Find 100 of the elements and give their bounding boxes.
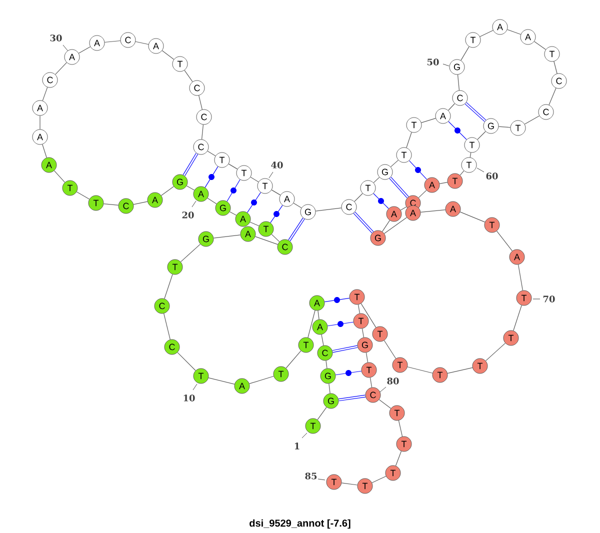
base-pair-line [464,102,486,122]
backbone-line [460,46,470,61]
backbone-line [271,234,280,242]
backbone-line [370,377,372,388]
backbone-line [341,482,358,486]
title: dsi_9529_annot [-7.6] [250,519,350,529]
backbone-line [271,190,281,196]
backbone-line [384,217,407,234]
backbone-line [230,211,237,216]
backbone-line [477,131,486,140]
base-pair-line [335,370,362,376]
backbone-line [498,126,511,128]
base-pair-line [226,179,240,202]
backbone-line [554,61,558,74]
position-number: 20 [182,200,196,218]
backbone-line [362,328,364,338]
base-pair-line [288,218,305,242]
backbone-line [186,186,195,190]
backbone-line [318,310,320,320]
backbone-line [470,152,472,158]
backbone-line [250,222,260,226]
backbone-line [54,170,66,183]
backbone-line [161,186,174,196]
backbone-line [255,236,278,245]
backbone-line [400,206,407,210]
backbone-line [524,116,540,124]
backbone-line [135,41,149,45]
backbone-line [162,50,174,60]
backbone-line [382,220,390,232]
backbone-line [328,383,330,394]
backbone-line [507,29,521,35]
backbone-line [534,41,546,50]
backbone-line [180,244,201,262]
backbone-line [184,70,193,82]
position-number: 70 [532,296,555,302]
backbone-line [133,201,148,205]
backbone-line [228,164,238,170]
base-pair-line [409,160,428,180]
position-number: 50 [427,58,450,66]
backbone-line [447,367,473,374]
backbone-line [407,366,433,374]
backbone-line [76,192,90,200]
backbone-line [439,182,448,184]
backbone-line [406,132,412,148]
backbone-line [366,352,368,363]
backbone-line [518,264,523,291]
backbone-line [384,340,396,359]
backbone-line [78,46,91,54]
backbone-line [398,420,403,437]
backbone-line [485,342,506,362]
backbone-line [286,350,302,368]
base-pair-line [182,152,198,176]
backbone-line [104,40,121,43]
backbone-line [390,160,399,168]
backbone-line [208,378,235,384]
backbone-line [315,208,342,212]
base-pair-line [327,321,354,327]
backbone-line [55,62,67,75]
backbone-line [42,87,48,101]
position-number: 80 [380,378,399,392]
backbone-line [358,304,360,314]
position-number: 10 [184,384,198,402]
backbone-line [308,310,316,338]
backbone-line [293,202,302,208]
position-number: 40 [268,162,283,178]
backbone-line [207,198,217,204]
base-pair-line [204,166,218,188]
backbone-line [249,376,274,384]
backbone-line [326,360,328,369]
backbone-line [460,170,464,176]
base-pair-line [332,345,358,353]
backbone-line [373,177,380,183]
backbone-line [207,150,216,156]
backbone-line [198,95,202,110]
backbone-line [177,352,196,371]
backbone-line [213,234,241,238]
backbone-line [164,313,170,340]
backbone-line [513,305,522,331]
backbone-line [457,74,460,91]
backbone-line [103,203,119,206]
backbone-line [480,30,494,37]
backbone-line [496,230,513,252]
base-pair-line [373,193,389,209]
backbone-line [201,124,204,140]
backbone-line [395,450,402,466]
base-pair-line [353,212,374,234]
backbone-line [372,476,386,484]
base-pair-line [448,121,467,140]
backbone-line [250,176,259,182]
backbone-line [321,334,324,346]
base-pair-line [247,192,261,213]
backbone-line [418,190,427,198]
backbone-line [548,88,556,106]
backbone-line [448,103,455,111]
backbone-line [420,209,446,213]
backbone-line [360,303,376,328]
base-pair-line [324,297,350,303]
backbone-line [378,399,392,409]
base-pair-line [389,176,409,198]
backbone-line [460,212,486,222]
